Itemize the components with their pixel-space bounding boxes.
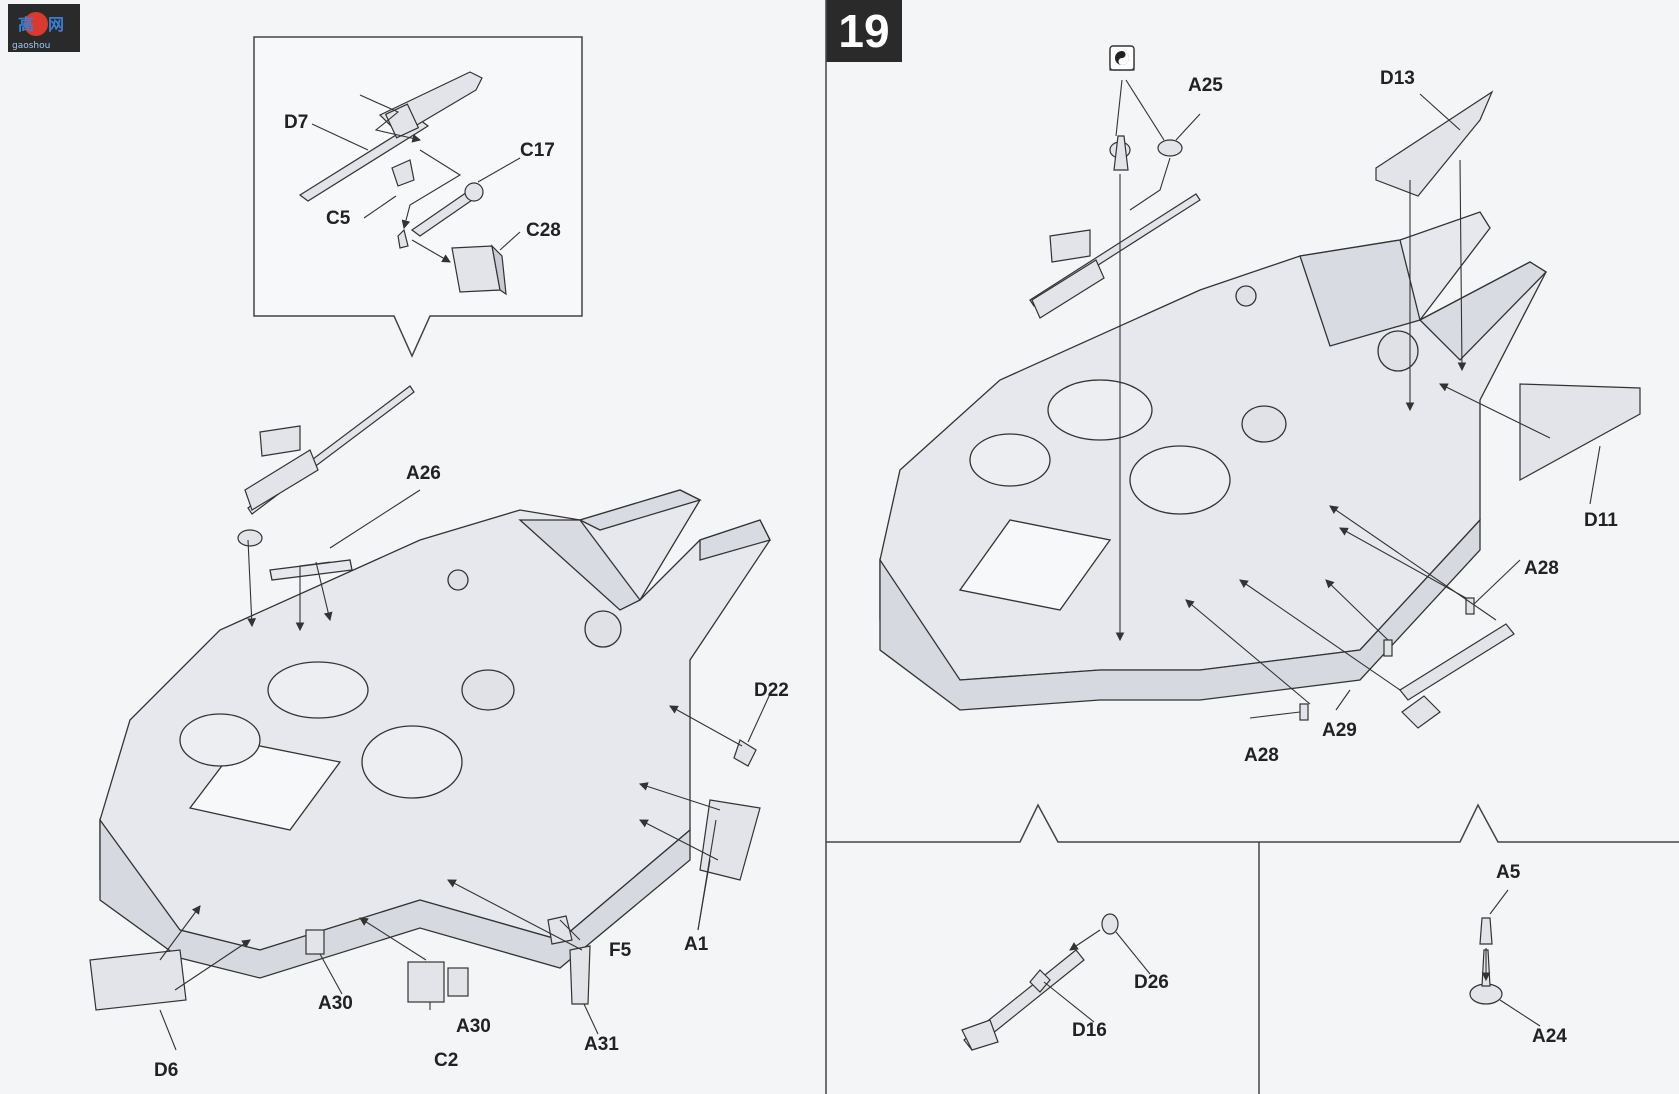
label-a5: A5 [1496,862,1521,883]
label-d22: D22 [754,680,789,701]
sub-step-grip-leaders [1043,929,1151,1023]
label-c28: C28 [526,220,561,241]
label-a31: A31 [584,1034,619,1055]
label-d26: D26 [1134,972,1169,993]
left-turret [99,489,771,979]
left-small-parts [89,739,761,1011]
step-number-badge: 19 [826,0,902,62]
label-a28-upper: A28 [1524,558,1559,579]
label-c17: C17 [520,140,555,161]
right-turret [879,211,1548,711]
label-c5: C5 [326,208,351,229]
label-a1: A1 [684,934,709,955]
label-a28-lower: A28 [1244,745,1279,766]
inset-leader-lines [311,94,521,263]
label-c2: C2 [434,1050,459,1071]
svg-text:高: 高 [18,15,34,34]
section-dividers [825,0,1679,1094]
label-d6: D6 [154,1060,179,1081]
label-a30-right: A30 [456,1016,491,1037]
svg-text:gaoshou: gaoshou [12,41,50,51]
sub-step-antenna-leaders [1481,889,1541,1027]
label-d7: D7 [284,112,309,133]
right-turret-mg [1029,193,1201,319]
label-a25: A25 [1188,75,1223,96]
label-a30-left: A30 [318,993,353,1014]
watermark-logo: 高 网 gaoshou [8,4,80,52]
inset-machine-gun [298,71,507,296]
svg-text:网: 网 [48,15,64,34]
right-leader-lines [1115,79,1601,719]
label-a24: A24 [1532,1026,1567,1047]
label-d11: D11 [1584,510,1618,531]
label-d13: D13 [1380,68,1415,89]
watermark-graphic: 高 网 gaoshou [8,4,80,52]
left-leader-lines [159,489,771,1051]
label-a29: A29 [1322,720,1357,741]
right-small-parts [1109,49,1641,729]
sub-step-grip [961,913,1119,1051]
left-turret-mg [237,385,415,547]
cement-symbol-icon [1109,45,1135,71]
label-f5: F5 [609,940,632,961]
label-a26: A26 [406,463,441,484]
label-d16: D16 [1072,1020,1107,1041]
